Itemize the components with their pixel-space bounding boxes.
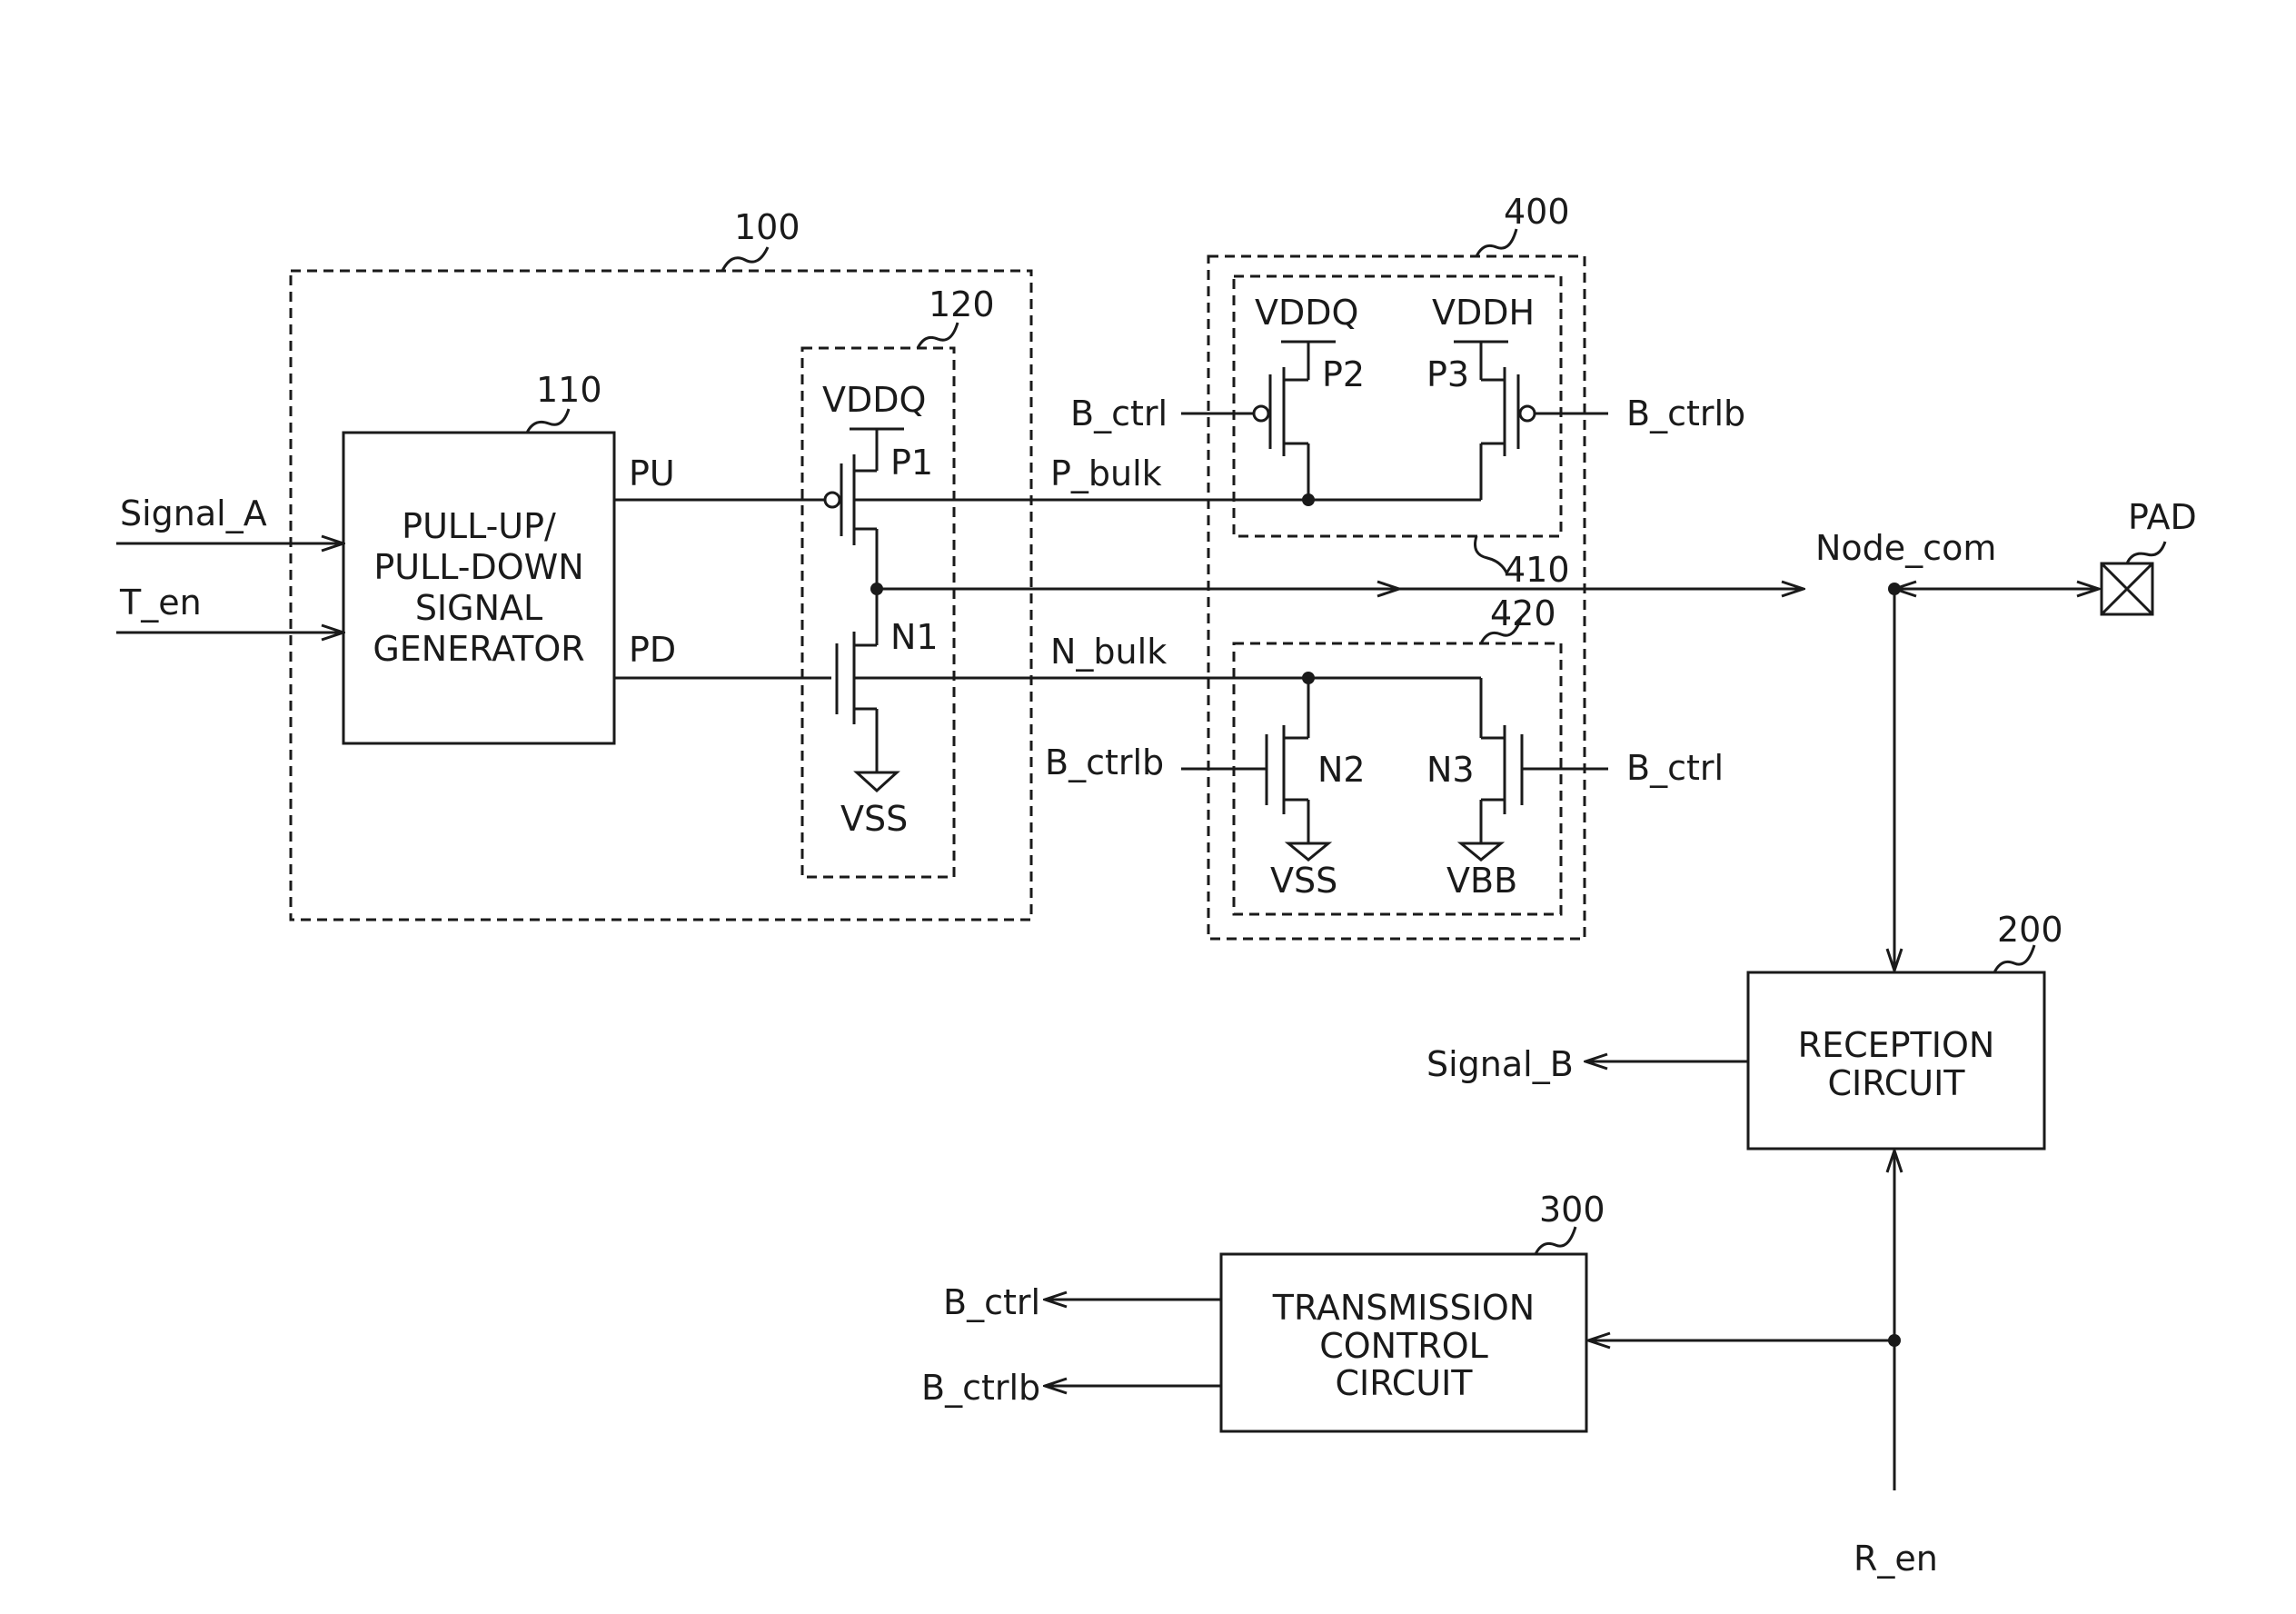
generator-label-4: GENERATOR <box>373 629 584 669</box>
leader-300 <box>1536 1227 1575 1254</box>
leader-pad <box>2127 542 2165 563</box>
b-ctrlb-p3-label: B_ctrlb <box>1626 394 1745 433</box>
vss-120-label: VSS <box>840 799 908 839</box>
generator-label-1: PULL-UP/ <box>402 506 556 546</box>
b-ctrlb-out-label: B_ctrlb <box>921 1368 1040 1408</box>
r-en-label: R_en <box>1854 1539 1938 1579</box>
leader-100 <box>722 247 768 271</box>
node-com-label: Node_com <box>1815 528 1996 568</box>
vddq-410-label: VDDQ <box>1255 293 1358 333</box>
transmission-label-3: CIRCUIT <box>1335 1363 1473 1403</box>
p1-label: P1 <box>890 443 933 483</box>
signal-a-label: Signal_A <box>120 493 267 533</box>
reception-label-2: CIRCUIT <box>1827 1063 1965 1103</box>
b-ctrl-n3-label: B_ctrl <box>1626 748 1724 788</box>
ref-200: 200 <box>1997 910 2063 950</box>
n2-label: N2 <box>1317 750 1366 790</box>
pad-label: PAD <box>2128 497 2197 537</box>
ref-100: 100 <box>734 207 800 247</box>
n3-label: N3 <box>1426 750 1475 790</box>
b-ctrlb-n2-label: B_ctrlb <box>1045 742 1164 782</box>
leader-110 <box>527 409 569 433</box>
generator-label-3: SIGNAL <box>415 588 542 628</box>
pd-label: PD <box>629 630 676 670</box>
reception-label-1: RECEPTION <box>1798 1025 1995 1065</box>
vss-420-label: VSS <box>1270 861 1337 901</box>
ref-420: 420 <box>1490 593 1556 633</box>
signal-b-label: Signal_B <box>1426 1044 1574 1084</box>
ref-410: 410 <box>1504 550 1570 590</box>
p2-label: P2 <box>1322 354 1365 394</box>
leader-410 <box>1476 536 1508 574</box>
transmission-label-1: TRANSMISSION <box>1272 1288 1535 1328</box>
p3-label: P3 <box>1426 354 1469 394</box>
n-bulk-label: N_bulk <box>1050 632 1167 672</box>
transmission-label-2: CONTROL <box>1319 1326 1488 1366</box>
ref-300: 300 <box>1539 1190 1605 1230</box>
n1-label: N1 <box>890 617 939 657</box>
b-ctrl-p2-label: B_ctrl <box>1070 394 1168 433</box>
ref-400: 400 <box>1504 192 1570 232</box>
leader-400 <box>1476 229 1516 256</box>
vddq-120-label: VDDQ <box>822 380 926 420</box>
ref-110: 110 <box>536 370 602 410</box>
t-en-label: T_en <box>119 583 202 623</box>
p-bulk-label: P_bulk <box>1050 453 1162 493</box>
b-ctrl-out-label: B_ctrl <box>943 1282 1040 1322</box>
vbb-420-label: VBB <box>1446 861 1517 901</box>
pu-label: PU <box>629 453 675 493</box>
ref-120: 120 <box>929 284 995 324</box>
leader-120 <box>918 323 958 348</box>
vddh-410-label: VDDH <box>1432 293 1535 333</box>
generator-label-2: PULL-DOWN <box>373 547 583 587</box>
